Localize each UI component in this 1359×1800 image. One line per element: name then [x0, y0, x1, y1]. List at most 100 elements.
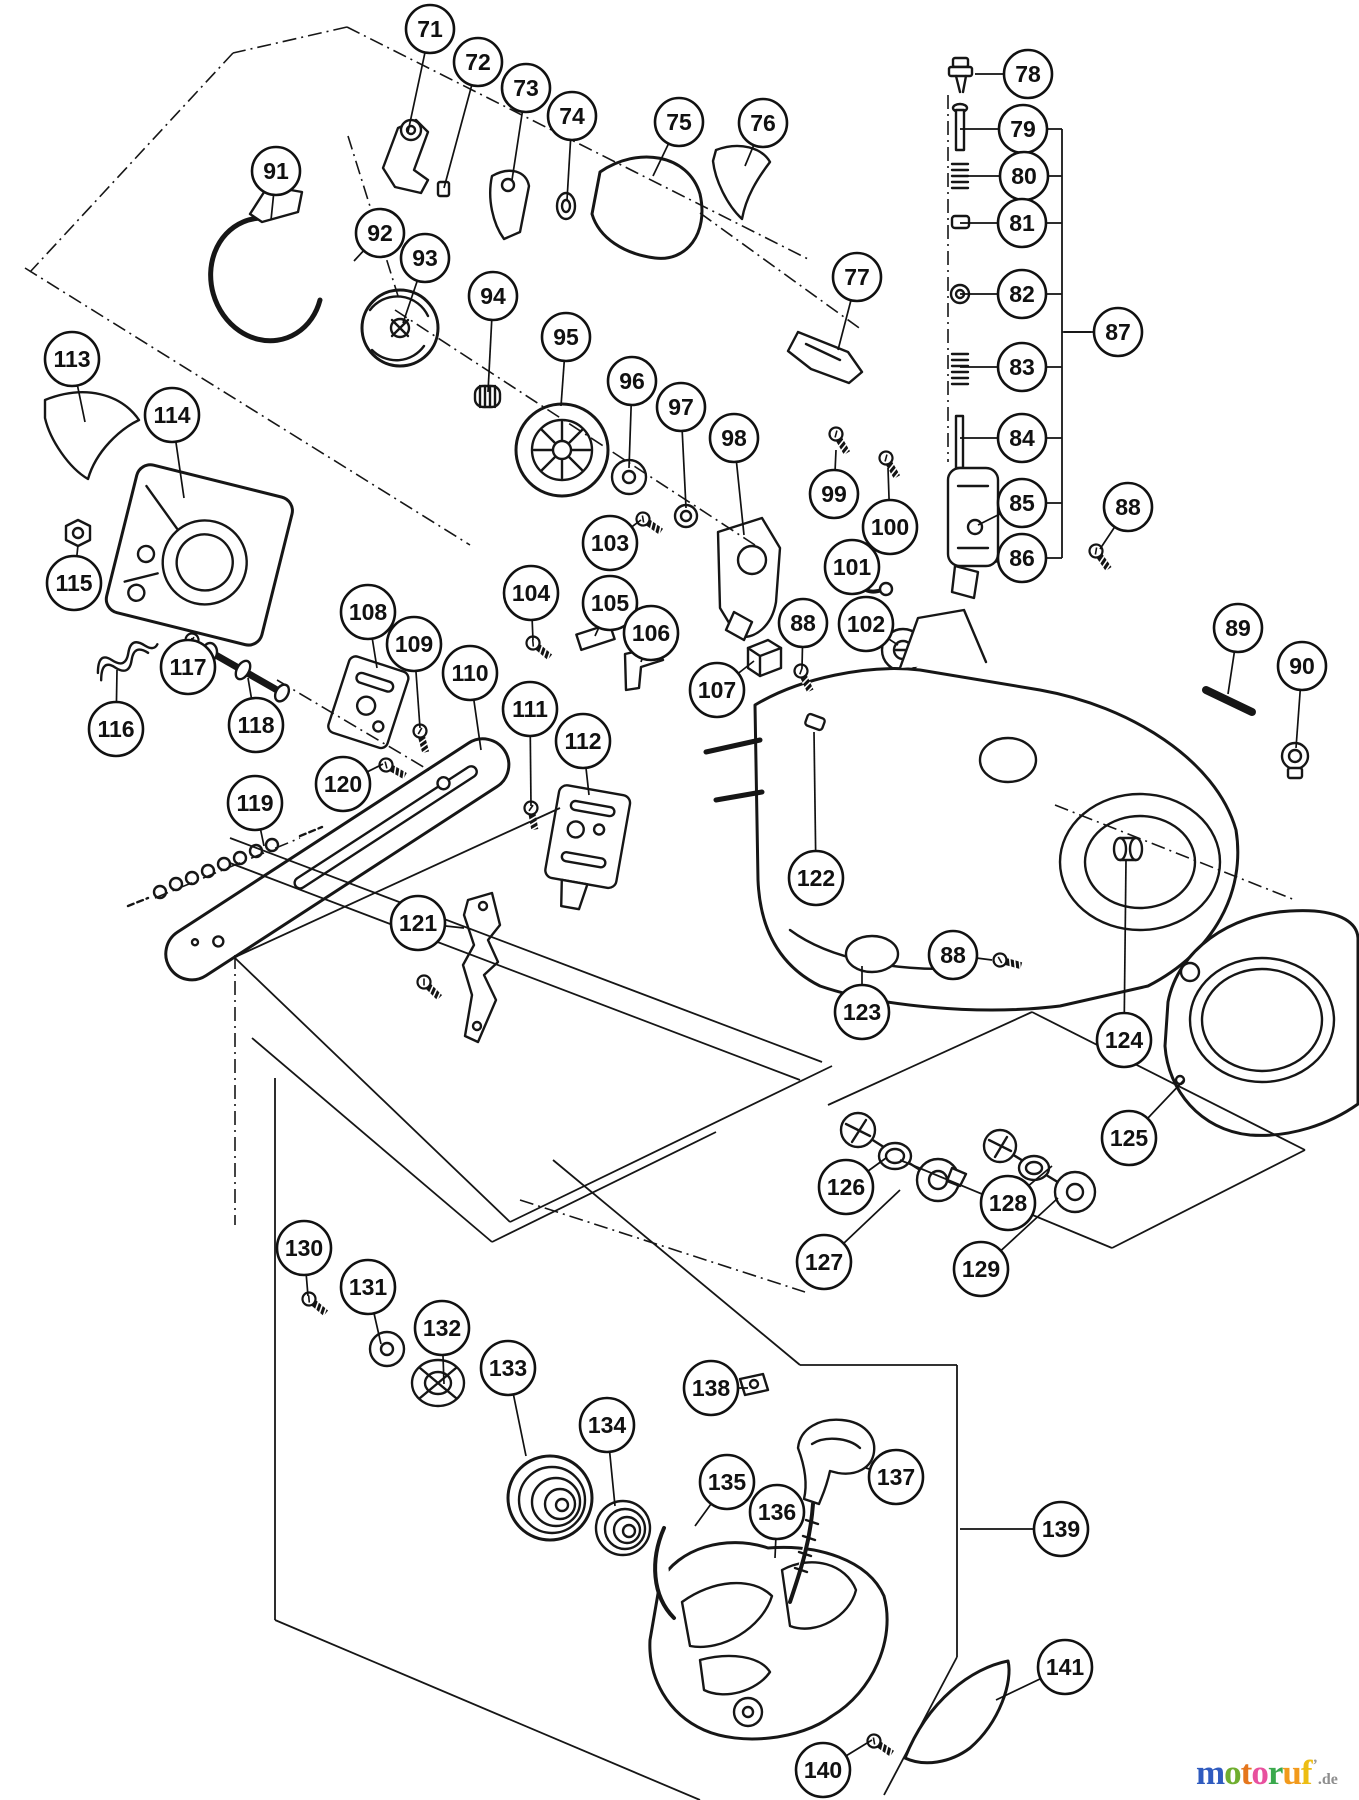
balloon-circle[interactable] — [606, 355, 658, 407]
balloon-circle[interactable] — [996, 268, 1048, 320]
balloon-circle[interactable] — [833, 983, 891, 1041]
balloon-circle[interactable] — [578, 1396, 636, 1454]
part-balloon-90-19[interactable]: 90 — [1276, 640, 1328, 749]
balloon-circle[interactable] — [413, 1299, 471, 1357]
part-balloon-132-63[interactable]: 132 — [413, 1299, 471, 1385]
balloon-circle[interactable] — [441, 644, 499, 702]
balloon-circle[interactable] — [817, 1158, 875, 1216]
balloon-circle[interactable] — [452, 36, 504, 88]
balloon-circle[interactable] — [501, 680, 559, 738]
part-balloon-135-66[interactable]: 135 — [694, 1453, 756, 1527]
balloon-circle[interactable] — [996, 477, 1048, 529]
balloon-circle[interactable] — [500, 62, 552, 114]
part-balloon-119-48[interactable]: 119 — [226, 774, 284, 847]
part-balloon-105-34[interactable]: 105 — [581, 574, 639, 637]
balloon-circle[interactable] — [385, 615, 443, 673]
part-balloon-111-40[interactable]: 111 — [501, 680, 559, 807]
part-balloon-91-20[interactable]: 91 — [250, 145, 302, 221]
part-balloon-125-56[interactable]: 125 — [1100, 1079, 1185, 1167]
part-balloon-83-12[interactable]: 83 — [960, 341, 1048, 393]
balloon-circle[interactable] — [952, 1240, 1010, 1298]
balloon-circle[interactable] — [1002, 48, 1054, 100]
balloon-circle[interactable] — [479, 1339, 537, 1397]
part-balloon-123-52[interactable]: 123 — [833, 966, 891, 1041]
part-balloon-129-60[interactable]: 129 — [952, 1197, 1059, 1298]
part-balloon-116-45[interactable]: 116 — [87, 669, 145, 758]
part-balloon-133-64[interactable]: 133 — [479, 1339, 537, 1457]
part-balloon-138-69[interactable]: 138 — [682, 1359, 748, 1417]
balloon-circle[interactable] — [275, 1219, 333, 1277]
balloon-circle[interactable] — [540, 311, 592, 363]
part-balloon-93-22[interactable]: 93 — [399, 232, 451, 324]
balloon-circle[interactable] — [698, 1453, 756, 1511]
balloon-circle[interactable] — [682, 1359, 740, 1417]
part-balloon-95-24[interactable]: 95 — [540, 311, 592, 407]
part-balloon-86-15[interactable]: 86 — [994, 532, 1048, 584]
balloon-circle[interactable] — [45, 554, 103, 612]
part-balloon-80-9[interactable]: 80 — [960, 150, 1050, 202]
part-balloon-128-59[interactable]: 128 — [979, 1165, 1053, 1232]
balloon-circle[interactable] — [795, 1233, 853, 1291]
part-balloon-130-61[interactable]: 130 — [275, 1219, 333, 1297]
part-balloon-121-50[interactable]: 121 — [389, 894, 465, 952]
balloon-circle[interactable] — [1095, 1011, 1153, 1069]
part-balloon-71-0[interactable]: 71 — [404, 3, 456, 133]
balloon-circle[interactable] — [979, 1174, 1037, 1232]
balloon-circle[interactable] — [1092, 306, 1144, 358]
balloon-circle[interactable] — [339, 1258, 397, 1316]
balloon-circle[interactable] — [927, 929, 979, 981]
part-balloon-140-71[interactable]: 140 — [794, 1739, 873, 1799]
part-balloon-115-44[interactable]: 115 — [45, 544, 103, 612]
part-balloon-75-4[interactable]: 75 — [652, 96, 705, 177]
part-balloon-88-54[interactable]: 88 — [927, 929, 993, 981]
part-balloon-78-7[interactable]: 78 — [975, 48, 1054, 100]
part-balloon-136-67[interactable]: 136 — [748, 1483, 806, 1559]
part-balloon-74-3[interactable]: 74 — [546, 90, 598, 201]
balloon-circle[interactable] — [737, 97, 789, 149]
balloon-circle[interactable] — [227, 696, 285, 754]
balloon-circle[interactable] — [777, 597, 829, 649]
balloon-circle[interactable] — [1036, 1638, 1094, 1696]
part-balloon-72-1[interactable]: 72 — [443, 36, 504, 189]
balloon-circle[interactable] — [339, 583, 397, 641]
part-balloon-81-10[interactable]: 81 — [960, 197, 1048, 249]
part-balloon-101-30[interactable]: 101 — [823, 538, 881, 596]
balloon-circle[interactable] — [996, 341, 1048, 393]
balloon-circle[interactable] — [837, 595, 895, 653]
part-balloon-141-72[interactable]: 141 — [995, 1638, 1094, 1701]
part-balloon-79-8[interactable]: 79 — [960, 103, 1049, 155]
part-balloon-120-49[interactable]: 120 — [314, 755, 384, 813]
part-balloon-76-5[interactable]: 76 — [737, 97, 789, 167]
balloon-circle[interactable] — [794, 1741, 852, 1799]
balloon-circle[interactable] — [653, 96, 705, 148]
part-balloon-89-18[interactable]: 89 — [1212, 602, 1264, 695]
part-balloon-131-62[interactable]: 131 — [339, 1258, 397, 1345]
part-balloon-126-57[interactable]: 126 — [817, 1157, 887, 1216]
part-balloon-98-27[interactable]: 98 — [708, 412, 760, 536]
part-balloon-137-68[interactable]: 137 — [865, 1448, 925, 1506]
balloon-circle[interactable] — [823, 538, 881, 596]
part-balloon-100-29[interactable]: 100 — [861, 467, 919, 556]
balloon-circle[interactable] — [314, 755, 372, 813]
part-balloon-102-31[interactable]: 102 — [837, 595, 899, 653]
part-balloon-114-43[interactable]: 114 — [143, 386, 201, 499]
balloon-circle[interactable] — [250, 145, 302, 197]
part-balloon-122-51[interactable]: 122 — [787, 731, 845, 907]
balloon-circle[interactable] — [1032, 1500, 1090, 1558]
part-balloon-118-47[interactable]: 118 — [227, 677, 285, 754]
balloon-circle[interactable] — [996, 412, 1048, 464]
part-balloon-109-38[interactable]: 109 — [385, 615, 443, 729]
balloon-circle[interactable] — [655, 381, 707, 433]
balloon-circle[interactable] — [867, 1448, 925, 1506]
balloon-circle[interactable] — [861, 498, 919, 556]
balloon-circle[interactable] — [87, 700, 145, 758]
part-balloon-84-13[interactable]: 84 — [960, 412, 1048, 464]
balloon-circle[interactable] — [622, 604, 680, 662]
part-balloon-139-70[interactable]: 139 — [960, 1500, 1090, 1558]
balloon-circle[interactable] — [159, 638, 217, 696]
part-balloon-107-36[interactable]: 107 — [688, 660, 755, 719]
part-balloon-88-17[interactable]: 88 — [1099, 481, 1154, 550]
balloon-circle[interactable] — [808, 468, 860, 520]
part-balloon-103-32[interactable]: 103 — [581, 514, 642, 572]
